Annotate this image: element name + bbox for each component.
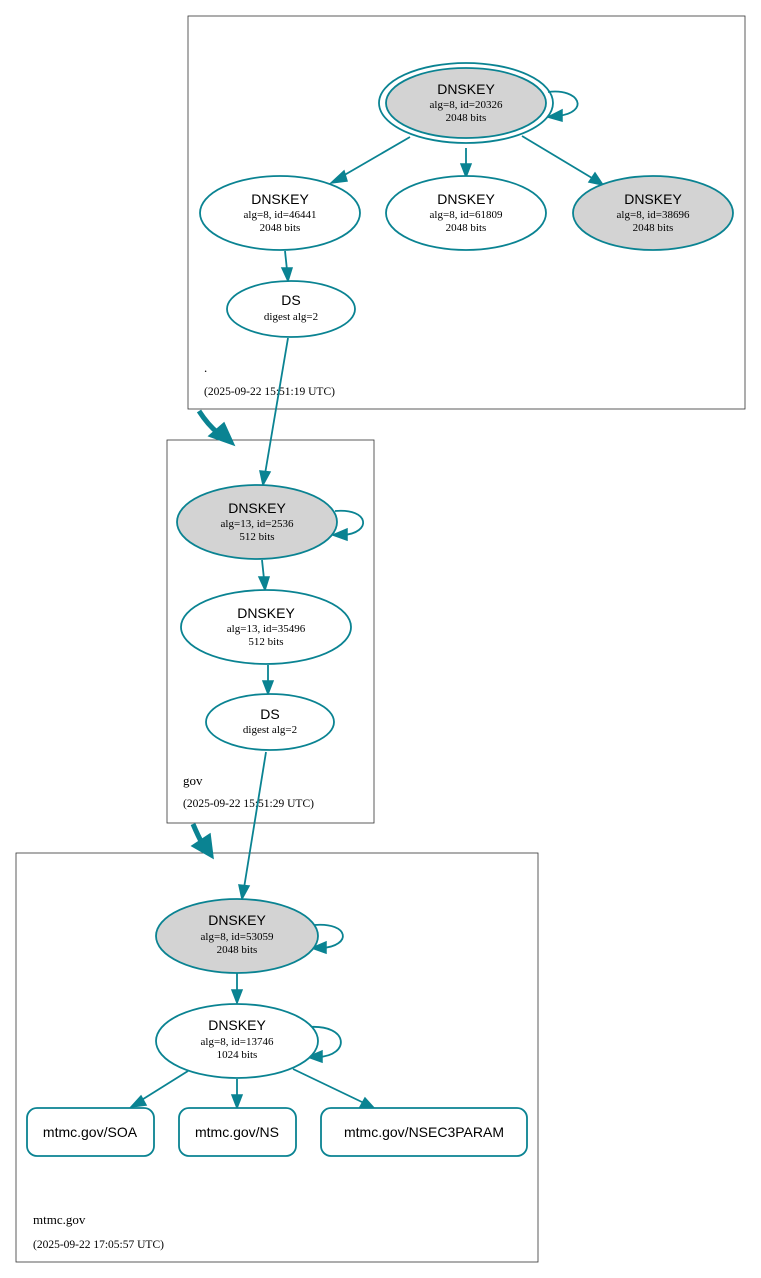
dnskey-title: DNSKEY — [624, 191, 682, 207]
dnskey-ellipse — [176, 484, 338, 560]
zone-mtmc: mtmc.gov (2025-09-22 17:05:57 UTC) — [15, 852, 539, 1263]
dnskey-title: DNSKEY — [208, 1017, 266, 1033]
rrset-label: mtmc.gov/NSEC3PARAM — [344, 1124, 504, 1140]
edge-root-ksk-to-61809 — [459, 148, 473, 180]
ds-ellipse — [226, 280, 356, 338]
zone-timestamp-gov: (2025-09-22 15:51:29 UTC) — [183, 798, 314, 810]
rrset-node-soa[interactable]: mtmc.gov/SOA — [26, 1107, 155, 1157]
dnskey-detail: alg=13, id=35496 — [227, 623, 306, 635]
edge-13746-to-ns — [230, 1079, 244, 1111]
edge-35496-to-gov-ds — [261, 665, 275, 697]
dnskey-detail: alg=8, id=46441 — [244, 209, 317, 221]
self-loop-mtmc-ksk — [309, 923, 344, 955]
dnskey-node-root-46441[interactable]: DNSKEY alg=8, id=46441 2048 bits — [199, 175, 361, 251]
ds-node-root[interactable]: DS digest alg=2 — [226, 280, 356, 338]
dnskey-ellipse — [385, 67, 547, 139]
dnskey-bits: 2048 bits — [260, 222, 301, 234]
ds-node-gov[interactable]: DS digest alg=2 — [205, 693, 335, 751]
dnskey-title: DNSKEY — [237, 605, 295, 621]
dnskey-ellipse — [572, 175, 734, 251]
dnskey-detail: alg=8, id=38696 — [617, 209, 690, 221]
dnskey-title: DNSKEY — [208, 912, 266, 928]
dnskey-bits: 2048 bits — [446, 222, 487, 234]
edge-root-ksk-to-46441 — [328, 136, 411, 185]
self-loop-mtmc-13746 — [305, 1026, 342, 1064]
dnskey-ellipse — [180, 589, 352, 665]
dnskey-ellipse — [155, 1003, 319, 1079]
dnskey-detail: alg=13, id=2536 — [221, 518, 294, 530]
rrset-label: mtmc.gov/NS — [195, 1124, 279, 1140]
dnskey-title: DNSKEY — [437, 81, 495, 97]
delegation-root-to-gov — [196, 409, 236, 447]
rrset-box — [26, 1107, 155, 1157]
dnskey-ellipse — [199, 175, 361, 251]
edge-mtmc-ksk-to-13746 — [230, 973, 244, 1006]
rrset-box — [178, 1107, 297, 1157]
edge-46441-to-root-ds — [280, 250, 294, 284]
ds-title: DS — [260, 706, 279, 722]
zone-box-root — [187, 15, 746, 410]
dnskey-node-root-38696[interactable]: DNSKEY alg=8, id=38696 2048 bits — [572, 175, 734, 251]
dnskey-title: DNSKEY — [437, 191, 495, 207]
delegation-arrowhead — [207, 421, 236, 447]
zone-timestamp-mtmc: (2025-09-22 17:05:57 UTC) — [33, 1239, 164, 1251]
dnskey-bits: 2048 bits — [633, 222, 674, 234]
edge-gov-ksk-to-35496 — [257, 559, 271, 593]
dnskey-ellipse — [385, 175, 547, 251]
dnskey-bits: 512 bits — [239, 531, 274, 543]
dnskey-bits: 2048 bits — [217, 944, 258, 956]
dnskey-detail: alg=8, id=20326 — [430, 99, 503, 111]
dnskey-detail: alg=8, id=13746 — [201, 1036, 274, 1048]
zone-name-root: . — [204, 360, 207, 375]
edge-root-ksk-to-38696 — [521, 135, 605, 187]
ds-title: DS — [281, 292, 300, 308]
dnskey-node-mtmc-53059[interactable]: DNSKEY alg=8, id=53059 2048 bits — [155, 898, 319, 974]
dnskey-detail: alg=8, id=61809 — [430, 209, 503, 221]
zone-root: . (2025-09-22 15:51:19 UTC) — [187, 15, 746, 410]
zone-box-mtmc — [15, 852, 539, 1263]
edge-gov-ds-to-mtmc-ksk — [238, 751, 267, 902]
dnskey-title: DNSKEY — [228, 500, 286, 516]
dnskey-node-mtmc-13746[interactable]: DNSKEY alg=8, id=13746 1024 bits — [155, 1003, 319, 1079]
ds-detail: digest alg=2 — [243, 724, 297, 736]
dnskey-bits: 2048 bits — [446, 112, 487, 124]
self-loop-root-ksk — [545, 90, 579, 122]
zone-name-mtmc: mtmc.gov — [33, 1212, 86, 1227]
zone-name-gov: gov — [183, 773, 203, 788]
rrset-label: mtmc.gov/SOA — [43, 1124, 138, 1140]
dnskey-title: DNSKEY — [251, 191, 309, 207]
rrset-box — [320, 1107, 528, 1157]
rrset-node-ns[interactable]: mtmc.gov/NS — [178, 1107, 297, 1157]
dnskey-detail: alg=8, id=53059 — [201, 931, 274, 943]
delegation-gov-to-mtmc — [190, 823, 214, 860]
self-loop-gov-ksk — [330, 509, 364, 542]
dnskey-node-root-61809[interactable]: DNSKEY alg=8, id=61809 2048 bits — [385, 175, 547, 251]
edge-13746-to-nsec3param — [292, 1068, 376, 1109]
dnskey-node-gov-2536[interactable]: DNSKEY alg=13, id=2536 512 bits — [176, 484, 338, 560]
zone-timestamp-root: (2025-09-22 15:51:19 UTC) — [204, 386, 335, 398]
dnskey-bits: 1024 bits — [217, 1049, 258, 1061]
trust-anchor-outer-ring — [378, 62, 554, 144]
dnskey-node-root-20326[interactable]: DNSKEY alg=8, id=20326 2048 bits — [378, 62, 554, 144]
dnskey-ellipse — [155, 898, 319, 974]
ds-detail: digest alg=2 — [264, 311, 318, 323]
ds-ellipse — [205, 693, 335, 751]
edge-root-ds-to-gov-ksk — [259, 337, 289, 488]
rrset-node-nsec3param[interactable]: mtmc.gov/NSEC3PARAM — [320, 1107, 528, 1157]
dnskey-bits: 512 bits — [248, 636, 283, 648]
edge-13746-to-soa — [129, 1070, 189, 1109]
dnskey-node-gov-35496[interactable]: DNSKEY alg=13, id=35496 512 bits — [180, 589, 352, 665]
delegation-arrowhead — [190, 832, 214, 860]
